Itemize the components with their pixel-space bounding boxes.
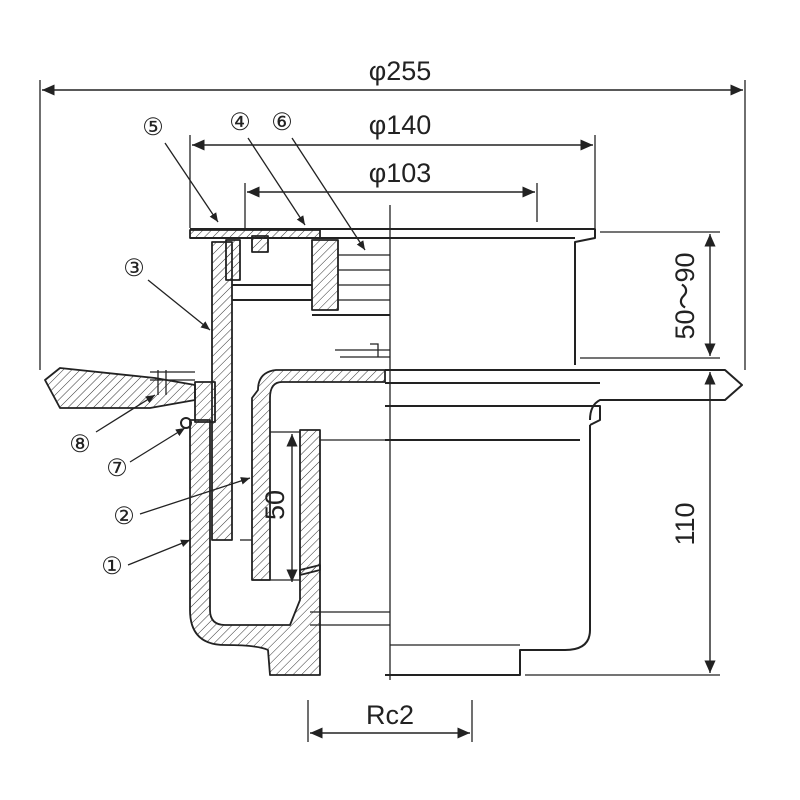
callout-4-label: ④ xyxy=(229,109,251,136)
inner-details xyxy=(150,254,390,581)
callout-1: ① xyxy=(101,553,123,580)
callout-8-label: ⑧ xyxy=(69,431,91,458)
callout-5: ⑤ xyxy=(142,114,164,141)
drain-body-section xyxy=(44,229,386,676)
dim-overall-diameter: φ255 xyxy=(369,56,432,86)
callout-leaders xyxy=(95,137,366,566)
callout-5-label: ⑤ xyxy=(142,114,164,141)
callout-2: ② xyxy=(113,503,135,530)
callout-1-label: ① xyxy=(101,553,123,580)
callout-7-label: ⑦ xyxy=(106,455,128,482)
callout-3: ③ xyxy=(123,255,145,282)
callout-8: ⑧ xyxy=(69,431,91,458)
callout-4: ④ xyxy=(229,109,251,136)
dim-inner-diameter: φ103 xyxy=(369,158,432,188)
dim-adjustable-height: 50～90 xyxy=(670,252,700,339)
callout-2-label: ② xyxy=(113,503,135,530)
callout-6-label: ⑥ xyxy=(271,109,293,136)
drain-body-exterior xyxy=(190,228,743,676)
callout-6: ⑥ xyxy=(271,109,293,136)
dimension-lines xyxy=(39,80,746,742)
dim-body-height: 110 xyxy=(670,502,700,545)
callout-7: ⑦ xyxy=(106,455,128,482)
callout-3-label: ③ xyxy=(123,255,145,282)
dim-thread: Rc2 xyxy=(366,700,414,730)
dim-trap-depth: 50 xyxy=(260,490,290,520)
dim-strainer-diameter: φ140 xyxy=(369,110,432,140)
